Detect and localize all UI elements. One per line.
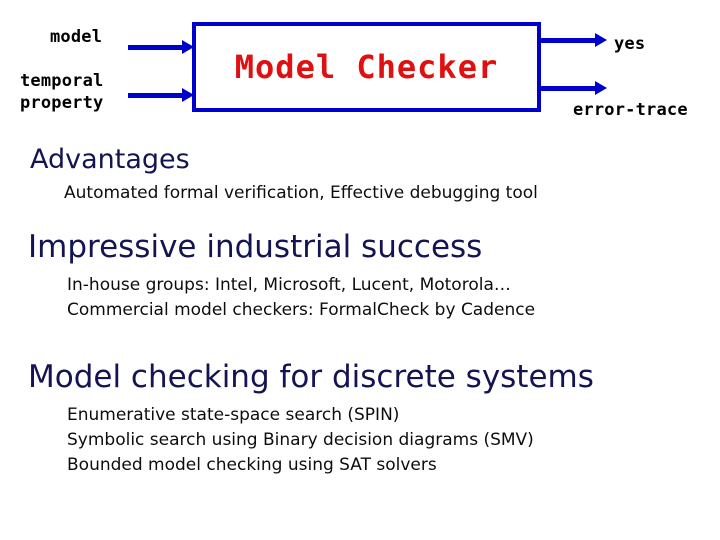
arrow-model-to-box-icon — [128, 40, 194, 54]
section-model-checking-discrete-systems: Model checking for discrete systems Enum… — [0, 362, 720, 478]
temporal-line-2: property — [20, 93, 104, 113]
bullet-line: In-house groups: Intel, Microsoft, Lucen… — [67, 275, 511, 295]
diagram-output-label-error-trace: error-trace — [573, 100, 688, 120]
bullet-line: Commercial model checkers: FormalCheck b… — [67, 300, 536, 320]
bullet-line: Bounded model checking using SAT solvers — [67, 455, 437, 475]
arrow-box-to-yes-icon — [541, 33, 607, 47]
model-checker-diagram: model temporal property Model Checker ye… — [0, 0, 720, 140]
bullet-line: Enumerative state-space search (SPIN) — [67, 405, 400, 425]
section-body-model-checking-discrete-systems: Enumerative state-space search (SPIN) Sy… — [28, 393, 720, 478]
section-heading-impressive-industrial-success: Impressive industrial success — [28, 229, 483, 265]
model-checker-box-title: Model Checker — [234, 48, 499, 86]
section-advantages: Advantages Automated formal verification… — [0, 146, 720, 206]
section-impressive-industrial-success: Impressive industrial success In-house g… — [0, 232, 720, 323]
section-body-impressive-industrial-success: In-house groups: Intel, Microsoft, Lucen… — [28, 263, 720, 323]
bullet-line: Automated formal verification, Effective… — [64, 183, 538, 203]
diagram-output-label-yes: yes — [614, 34, 646, 54]
arrow-temporal-to-box-icon — [128, 88, 194, 102]
section-heading-advantages: Advantages — [30, 144, 190, 175]
section-body-advantages: Automated formal verification, Effective… — [30, 173, 720, 206]
arrow-box-to-error-trace-icon — [541, 81, 607, 95]
diagram-input-label-temporal-property: temporal property — [20, 70, 103, 114]
bullet-line: Symbolic search using Binary decision di… — [67, 430, 534, 450]
diagram-input-label-model: model — [50, 27, 103, 47]
temporal-line-1: temporal — [20, 71, 104, 91]
model-checker-box: Model Checker — [192, 22, 541, 112]
section-heading-model-checking-discrete-systems: Model checking for discrete systems — [28, 359, 594, 395]
